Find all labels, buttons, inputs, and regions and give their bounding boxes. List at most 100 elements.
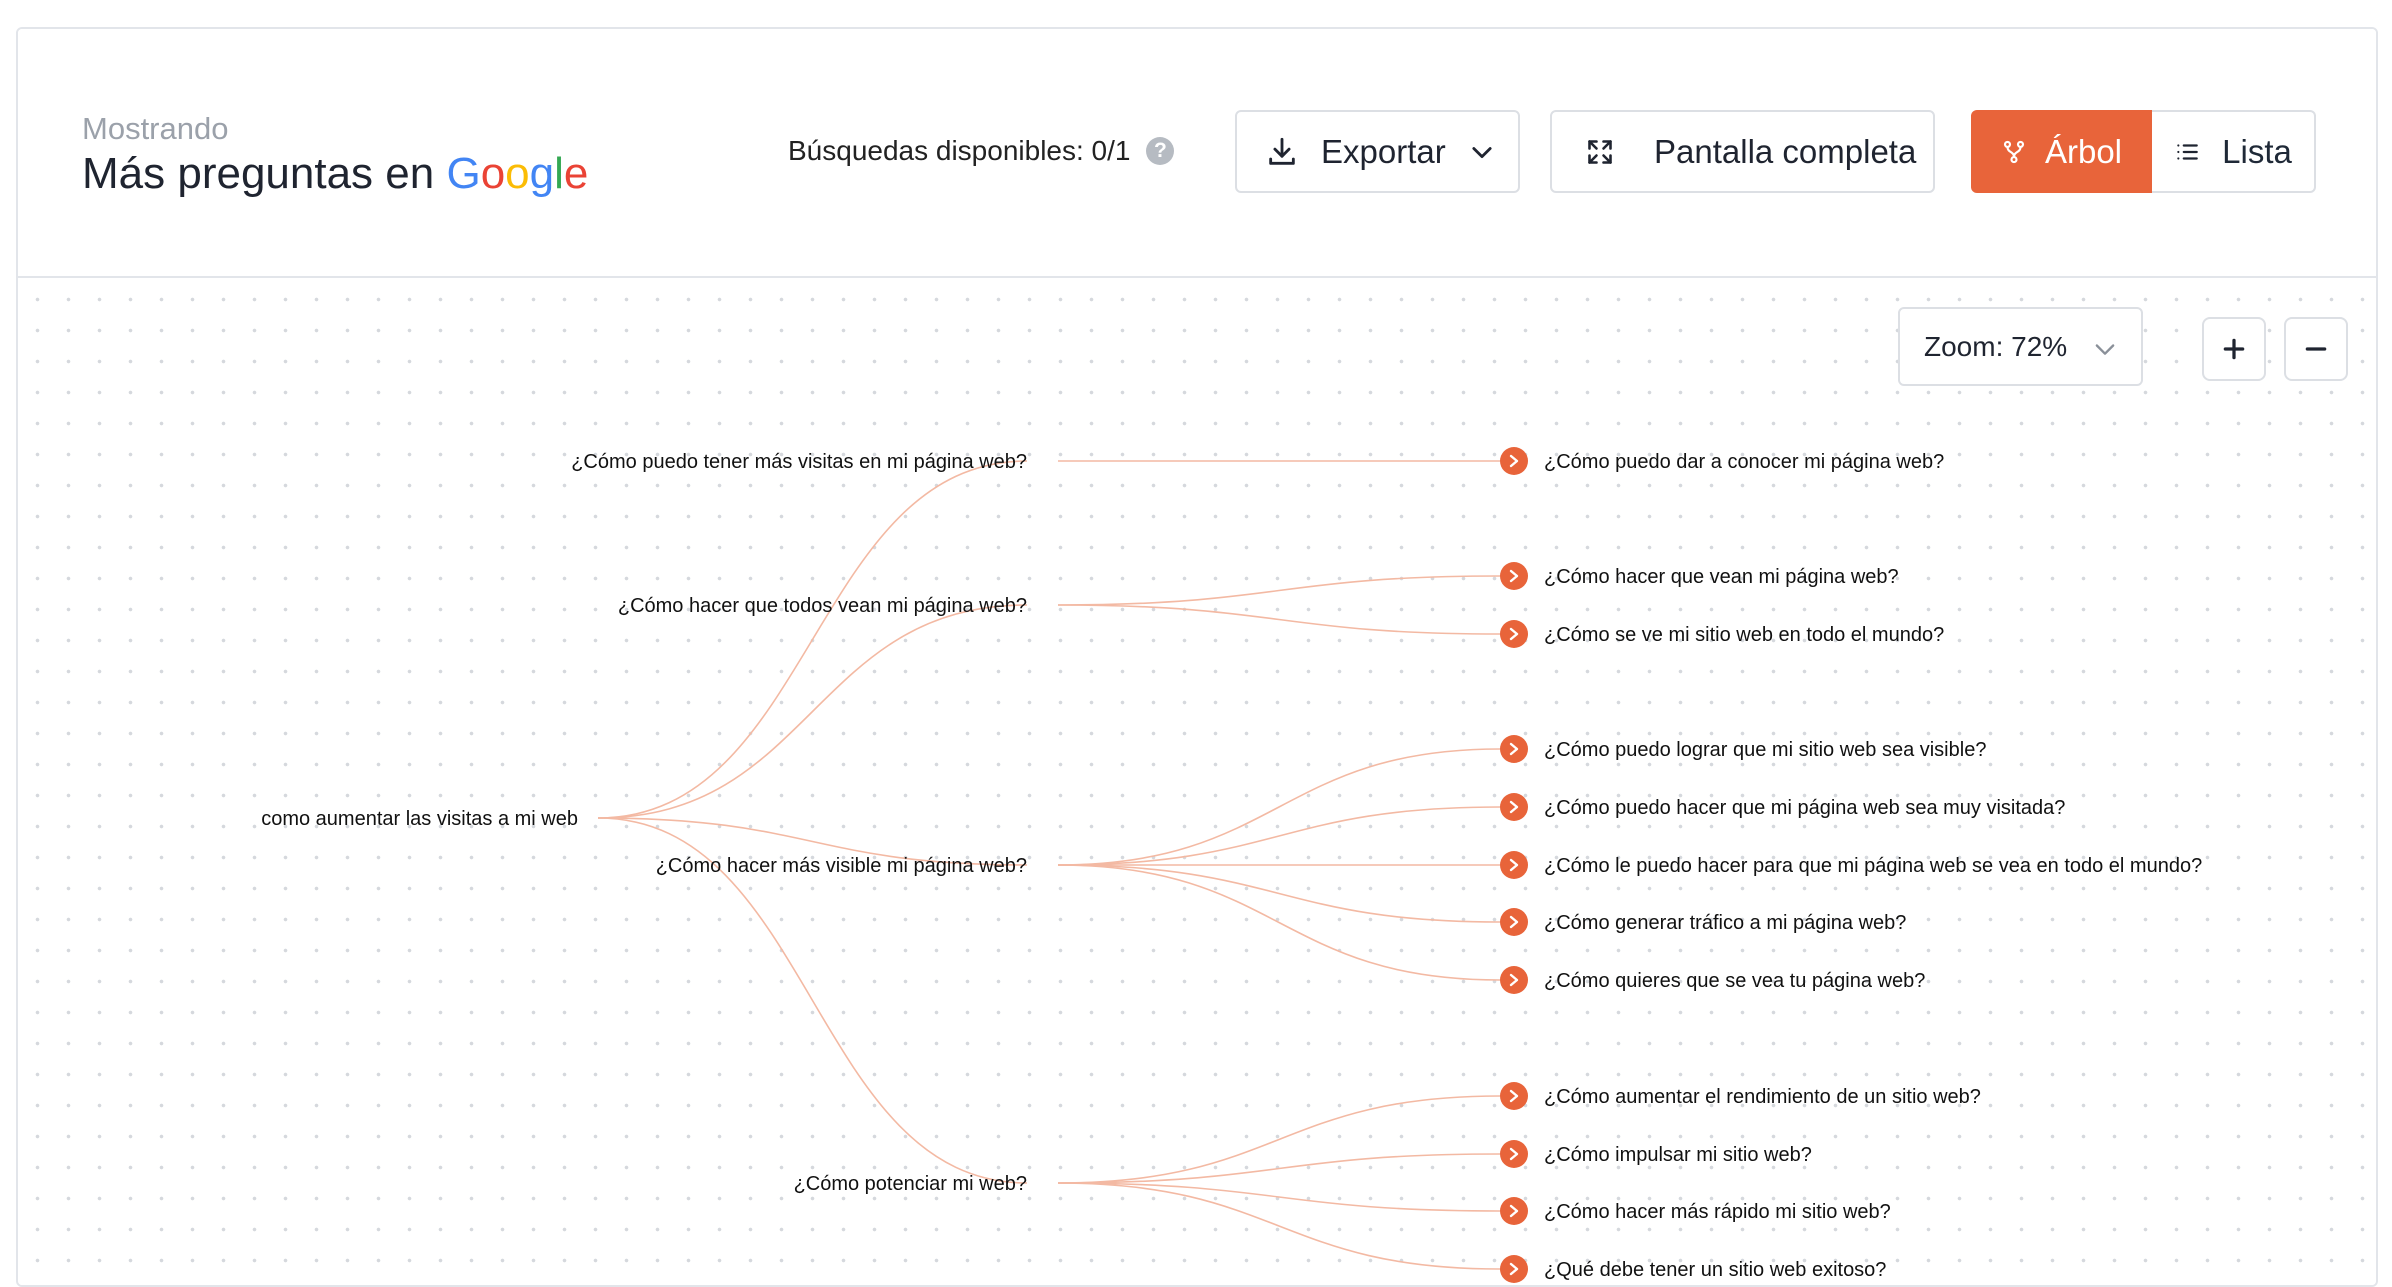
tree-leaf-label: ¿Cómo hacer más rápido mi sitio web?: [1544, 1201, 1891, 1223]
export-label: Exportar: [1321, 132, 1446, 170]
tree-link: [1057, 864, 1501, 923]
tree-link: [597, 817, 1028, 866]
node-dot-icon: [1500, 1255, 1528, 1283]
tree-leaf-label: ¿Cómo puedo lograr que mi sitio web sea …: [1544, 739, 1986, 761]
tree-link: [597, 604, 1028, 819]
tree-leaf-label: ¿Cómo aumentar el rendimiento de un siti…: [1544, 1086, 1981, 1108]
expand-node-button[interactable]: [1500, 562, 1528, 590]
expand-node-button[interactable]: [1500, 735, 1528, 763]
minus-icon: [2305, 347, 2327, 351]
chevron-right-icon: [1509, 973, 1519, 987]
tree-leaf-label: ¿Cómo se ve mi sitio web en todo el mund…: [1544, 624, 1944, 646]
node-dot-icon: [1500, 1140, 1528, 1168]
expand-node-button[interactable]: [1500, 447, 1528, 475]
search-credits: Búsquedas disponibles: 0/1 ?: [788, 135, 1175, 167]
expand-node-button[interactable]: [1500, 1255, 1528, 1283]
expand-node-button[interactable]: [1500, 966, 1528, 994]
zoom-out-button[interactable]: [2284, 317, 2348, 381]
tree-link: [597, 817, 1028, 1184]
expand-icon: [1588, 139, 1612, 164]
tree-link: [1057, 575, 1501, 606]
google-logo: Google: [446, 149, 589, 198]
page-title: Más preguntas en Google: [82, 149, 588, 199]
zoom-in-button[interactable]: [2202, 317, 2266, 381]
tree-links: [597, 460, 1501, 1270]
view-list-label: Lista: [2222, 132, 2292, 170]
tree-link: [597, 460, 1028, 819]
plus-icon: [2223, 338, 2245, 360]
view-tree-button[interactable]: Árbol: [1971, 110, 2152, 193]
chevron-right-icon: [1509, 454, 1519, 468]
chevron-right-icon: [1509, 1262, 1519, 1276]
tree-root-label: como aumentar las visitas a mi web: [261, 808, 578, 830]
tree-branch-label: ¿Cómo puedo tener más visitas en mi pági…: [571, 451, 1027, 473]
tree-branch-label: ¿Cómo potenciar mi web?: [794, 1173, 1027, 1195]
chevron-right-icon: [1509, 800, 1519, 814]
tree-link: [1057, 1182, 1501, 1212]
expand-node-button[interactable]: [1500, 851, 1528, 879]
node-dot-icon: [1500, 562, 1528, 590]
expand-node-button[interactable]: [1500, 1140, 1528, 1168]
chevron-right-icon: [1509, 1089, 1519, 1103]
node-dot-icon: [1500, 1197, 1528, 1225]
fullscreen-button[interactable]: Pantalla completa: [1550, 110, 1935, 193]
tree-link: [1057, 1153, 1501, 1184]
tree-icon: [2003, 140, 2025, 163]
tree-link: [1057, 604, 1501, 635]
page-eyebrow: Mostrando: [82, 111, 229, 146]
chevron-right-icon: [1509, 627, 1519, 641]
expand-node-button[interactable]: [1500, 793, 1528, 821]
expand-node-button[interactable]: [1500, 908, 1528, 936]
fullscreen-label: Pantalla completa: [1654, 132, 1917, 170]
tree-leaf-label: ¿Cómo hacer que vean mi página web?: [1544, 566, 1899, 588]
chevron-down-icon: [1472, 146, 1492, 158]
tree-branch-label: ¿Cómo hacer más visible mi página web?: [656, 855, 1027, 877]
tree-leaf-label: ¿Cómo puedo dar a conocer mi página web?: [1544, 451, 1944, 473]
credits-label: Búsquedas disponibles: 0/1: [788, 135, 1131, 166]
node-dot-icon: [1500, 851, 1528, 879]
list-icon: [2177, 143, 2198, 160]
zoom-select[interactable]: Zoom: 72%: [1898, 307, 2143, 386]
chevron-right-icon: [1509, 1147, 1519, 1161]
tree-link: [1057, 1182, 1501, 1270]
export-button[interactable]: Exportar: [1235, 110, 1520, 193]
expand-node-button[interactable]: [1500, 620, 1528, 648]
zoom-label: Zoom: 72%: [1924, 330, 2068, 362]
tree-leaf-label: ¿Cómo le puedo hacer para que mi página …: [1544, 855, 2202, 877]
node-dot-icon: [1500, 908, 1528, 936]
question-tree: como aumentar las visitas a mi web ¿Cómo …: [261, 447, 2202, 1283]
tree-link: [1057, 1095, 1501, 1184]
chevron-right-icon: [1509, 742, 1519, 756]
node-dot-icon: [1500, 1082, 1528, 1110]
page-title-text: Más preguntas en: [82, 149, 447, 198]
tree-leaf-label: ¿Qué debe tener un sitio web exitoso?: [1544, 1259, 1886, 1281]
node-dot-icon: [1500, 793, 1528, 821]
tree-leaf-label: ¿Cómo puedo hacer que mi página web sea …: [1544, 797, 2065, 819]
tree-link: [1057, 748, 1501, 866]
download-icon: [1269, 137, 1295, 165]
tree-link: [1057, 864, 1501, 981]
tree-leaf-label: ¿Cómo impulsar mi sitio web?: [1544, 1144, 1812, 1166]
view-list-button[interactable]: Lista: [2152, 110, 2316, 193]
app-frame: Mostrando Más preguntas en Google Búsque…: [16, 27, 2378, 1287]
tree-link: [1057, 806, 1501, 866]
tree-canvas[interactable]: como aumentar las visitas a mi web ¿Cómo …: [18, 278, 2376, 1285]
chevron-right-icon: [1509, 1204, 1519, 1218]
chevron-right-icon: [1509, 915, 1519, 929]
help-icon[interactable]: ?: [1146, 137, 1175, 165]
chevron-right-icon: [1509, 858, 1519, 872]
node-dot-icon: [1500, 966, 1528, 994]
tree-branch-label: ¿Cómo hacer que todos vean mi página web…: [618, 595, 1027, 617]
node-dot-icon: [1500, 447, 1528, 475]
view-tree-label: Árbol: [2044, 132, 2123, 170]
view-toggle: Árbol Lista: [1971, 110, 2316, 193]
chevron-down-icon: [2095, 344, 2115, 355]
tree-leaf-label: ¿Cómo generar tráfico a mi página web?: [1544, 912, 1906, 934]
node-dot-icon: [1500, 735, 1528, 763]
node-dot-icon: [1500, 620, 1528, 648]
header: Mostrando Más preguntas en Google Búsque…: [18, 29, 2376, 278]
expand-node-button[interactable]: [1500, 1197, 1528, 1225]
expand-node-button[interactable]: [1500, 1082, 1528, 1110]
tree-leaf-label: ¿Cómo quieres que se vea tu página web?: [1544, 970, 1925, 992]
chevron-right-icon: [1509, 569, 1519, 583]
